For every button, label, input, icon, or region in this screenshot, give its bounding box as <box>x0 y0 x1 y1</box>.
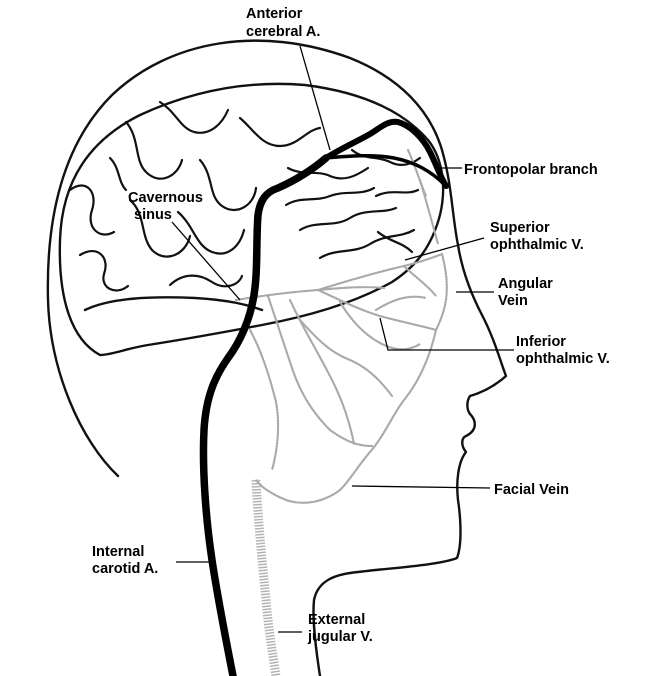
leader-superior-ophthalmic <box>405 238 484 260</box>
leader-cavernous-sinus <box>172 222 240 300</box>
label-leaders <box>172 46 514 632</box>
label-anterior-cerebral: Anterior cerebral A. <box>246 6 320 40</box>
external-jugular-vein <box>256 480 276 676</box>
anterior-cerebral-artery <box>326 122 446 186</box>
arterial-tree <box>203 122 446 676</box>
label-external-jugular: External jugular V. <box>307 612 373 645</box>
label-facial-vein: Facial Vein <box>494 482 569 498</box>
label-angular-vein: Angular Vein <box>498 276 557 309</box>
label-cavernous-sinus: Cavernous sinus <box>128 190 207 223</box>
internal-carotid-artery <box>203 158 326 676</box>
label-internal-carotid: Internal carotid A. <box>92 544 158 577</box>
venous-network <box>236 150 447 676</box>
label-frontopolar: Frontopolar branch <box>464 162 598 178</box>
brain-gyri <box>70 102 420 290</box>
head-outline <box>48 41 506 676</box>
leader-facial-vein <box>352 486 490 488</box>
label-superior-ophthalmic: Superior ophthalmic V. <box>490 220 584 253</box>
superior-ophthalmic-vein <box>318 254 442 290</box>
angular-vein <box>436 254 447 330</box>
label-inferior-ophthalmic: Inferior ophthalmic V. <box>516 334 610 367</box>
